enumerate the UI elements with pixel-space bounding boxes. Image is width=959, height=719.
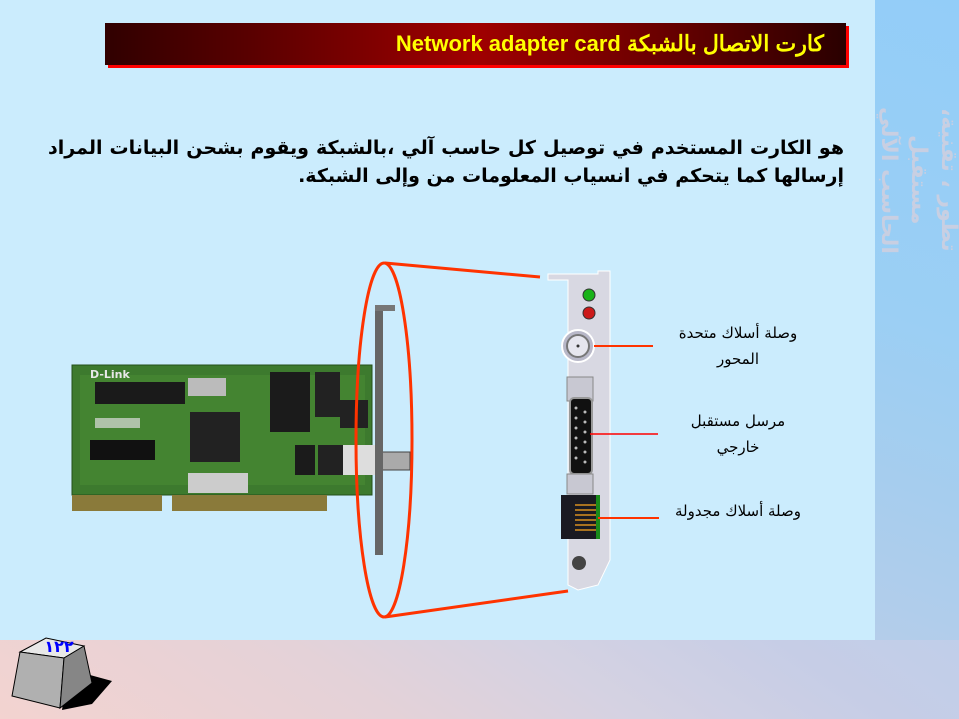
zoom-line-bottom	[384, 589, 569, 619]
callout-label-twisted-pair: وصلة أسلاك مجدولة	[674, 502, 802, 520]
page-key-icon[interactable]	[8, 636, 118, 712]
bracket-screw-icon	[572, 556, 586, 570]
boot-rom-socket	[90, 440, 155, 460]
callout-label-coaxial: وصلة أسلاك متحدة المحور	[678, 324, 798, 368]
side-title-text: تطور ، تقنية، مستقبل الحاسب الآلي	[876, 106, 959, 254]
barcode-label	[188, 473, 248, 493]
title-bar: كارت الاتصال بالشبكة Network adapter car…	[105, 23, 846, 65]
page-number: ١٢٢	[44, 637, 74, 656]
activity-led-icon	[582, 306, 596, 320]
controller-chip	[190, 412, 240, 462]
slide-background	[0, 0, 875, 640]
bnc-body-on-card	[343, 445, 378, 475]
highlight-ellipse	[354, 261, 414, 619]
body-paragraph: هو الكارت المستخدم في توصيل كل حاسب آلي …	[48, 137, 844, 187]
side-band	[875, 0, 959, 640]
network-card-image: D-Link	[71, 305, 411, 555]
bracket-closeup	[547, 270, 611, 591]
card-brand-label: D-Link	[90, 368, 131, 381]
slide-title: كارت الاتصال بالشبكة Network adapter car…	[395, 31, 824, 56]
rj45-port-on-card	[340, 400, 368, 428]
transformer-chip	[270, 372, 310, 432]
db15-connector-icon	[566, 376, 594, 495]
card-bracket	[375, 305, 383, 555]
callout-label-transceiver: مرسل مستقبل خارجي	[690, 412, 786, 456]
network-card-diagram: D-Link	[71, 261, 659, 619]
rj45-connector-icon	[561, 495, 600, 539]
link-led-icon	[582, 288, 596, 302]
bnc-connector-icon	[561, 329, 595, 363]
side-title: تطور ، تقنية، مستقبل الحاسب الآلي	[876, 60, 959, 300]
zoom-line-top	[384, 261, 541, 279]
